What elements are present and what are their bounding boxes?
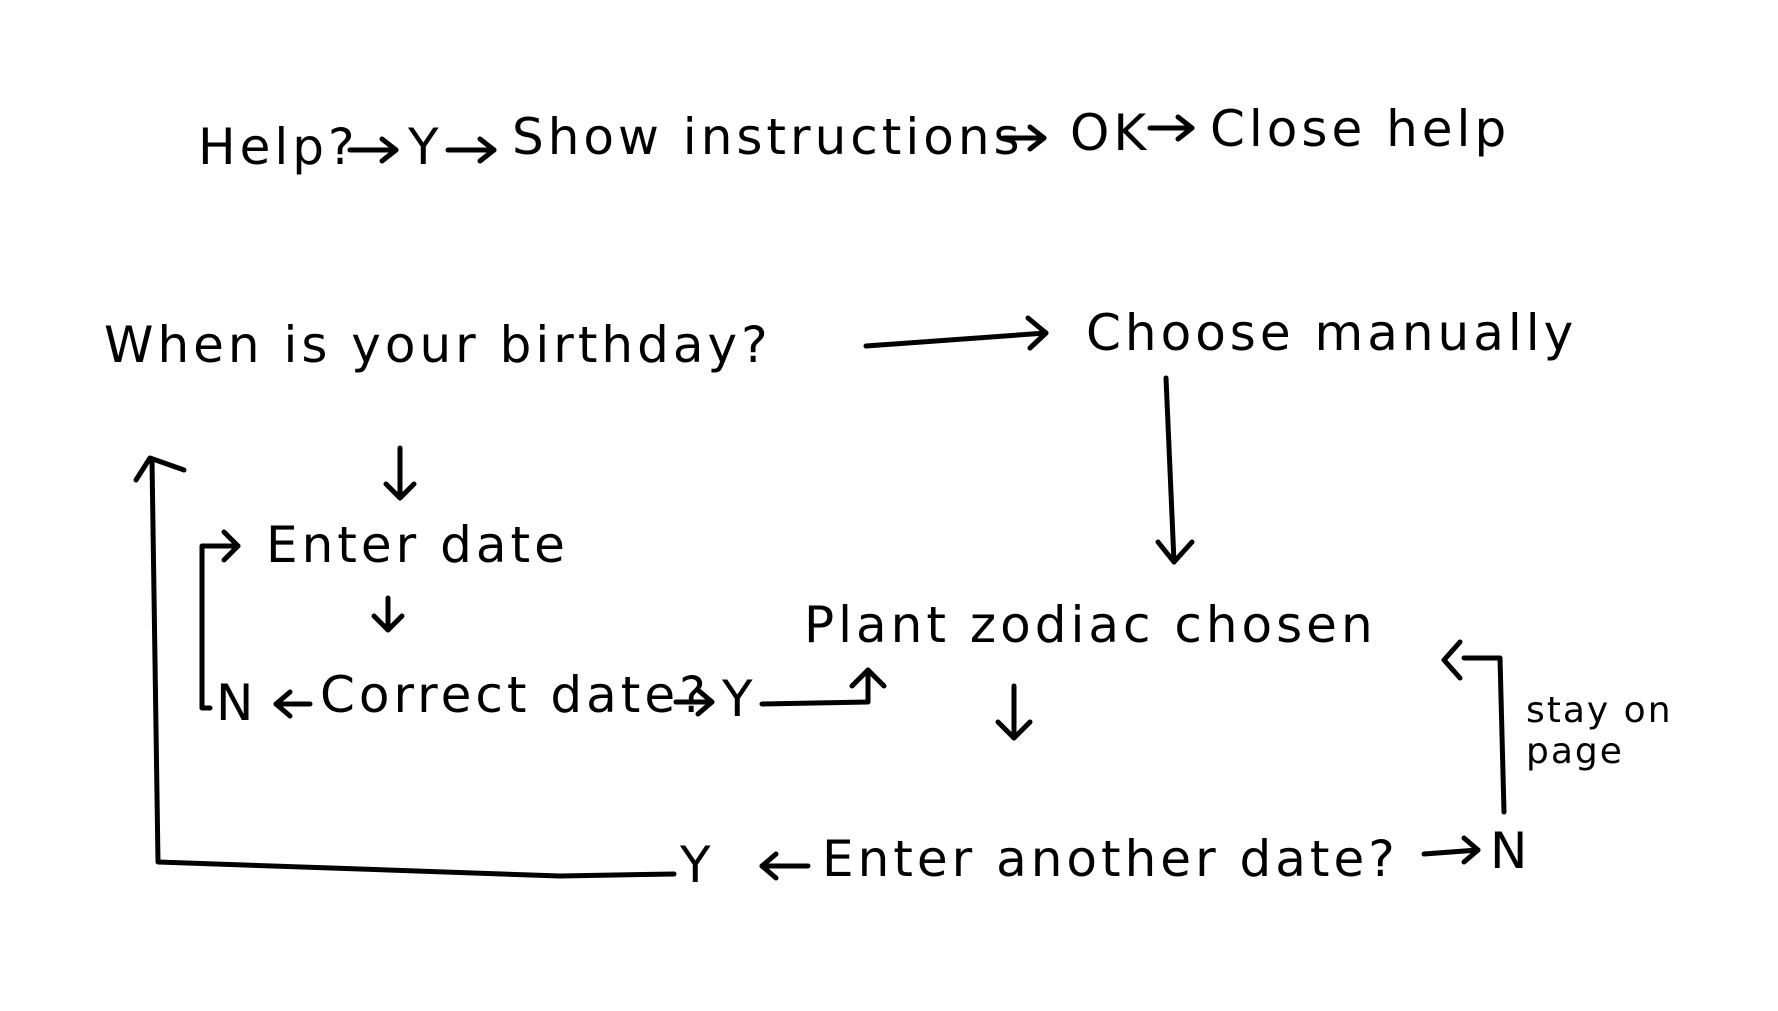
choose-manually-node: Choose manually bbox=[1086, 304, 1578, 362]
arrow-birthday-to-choose-manually bbox=[863, 315, 1049, 351]
arrow-birthday-to-enter-date bbox=[383, 445, 417, 501]
arrow-correct-date-to-yes bbox=[673, 687, 715, 717]
correct-date-question-node: Correct date? bbox=[320, 666, 710, 724]
stay-on-page-label: stay on page bbox=[1526, 690, 1673, 773]
arrow-another-no-to-plant-zodiac bbox=[1441, 639, 1507, 815]
arrow-ok-to-close-help bbox=[1147, 114, 1195, 142]
arrow-choose-manually-to-plant-zodiac bbox=[1155, 375, 1195, 565]
arrow-another-date-to-yes bbox=[759, 851, 811, 881]
ok-label: OK bbox=[1070, 104, 1151, 162]
show-instructions-label: Show instructions bbox=[512, 108, 1024, 166]
correct-no-label: N bbox=[216, 674, 258, 732]
help-yes-label: Y bbox=[408, 118, 443, 176]
arrow-plant-zodiac-to-another-date bbox=[995, 683, 1033, 741]
another-yes-label: Y bbox=[680, 836, 715, 894]
arrow-show-instructions-to-ok bbox=[1001, 124, 1047, 152]
another-date-question-node: Enter another date? bbox=[822, 830, 1399, 888]
birthday-question-node: When is your birthday? bbox=[104, 316, 772, 374]
enter-date-node: Enter date bbox=[266, 516, 569, 574]
arrow-another-yes-loop-to-birthday bbox=[133, 455, 677, 879]
plant-zodiac-chosen-node: Plant zodiac chosen bbox=[804, 596, 1377, 654]
help-question-label: Help? bbox=[198, 118, 359, 176]
arrow-correct-date-to-no bbox=[273, 689, 313, 719]
arrow-another-date-to-no bbox=[1421, 835, 1481, 865]
close-help-label: Close help bbox=[1210, 100, 1511, 158]
arrow-correct-yes-to-plant-zodiac bbox=[759, 667, 887, 707]
arrow-enter-date-to-correct-date bbox=[371, 595, 405, 633]
arrow-y-to-show-instructions bbox=[445, 136, 497, 164]
another-no-label: N bbox=[1490, 822, 1532, 880]
arrow-help-to-y bbox=[347, 136, 399, 164]
correct-yes-label: Y bbox=[722, 670, 757, 728]
arrow-correct-no-loop-to-enter-date bbox=[199, 529, 241, 711]
